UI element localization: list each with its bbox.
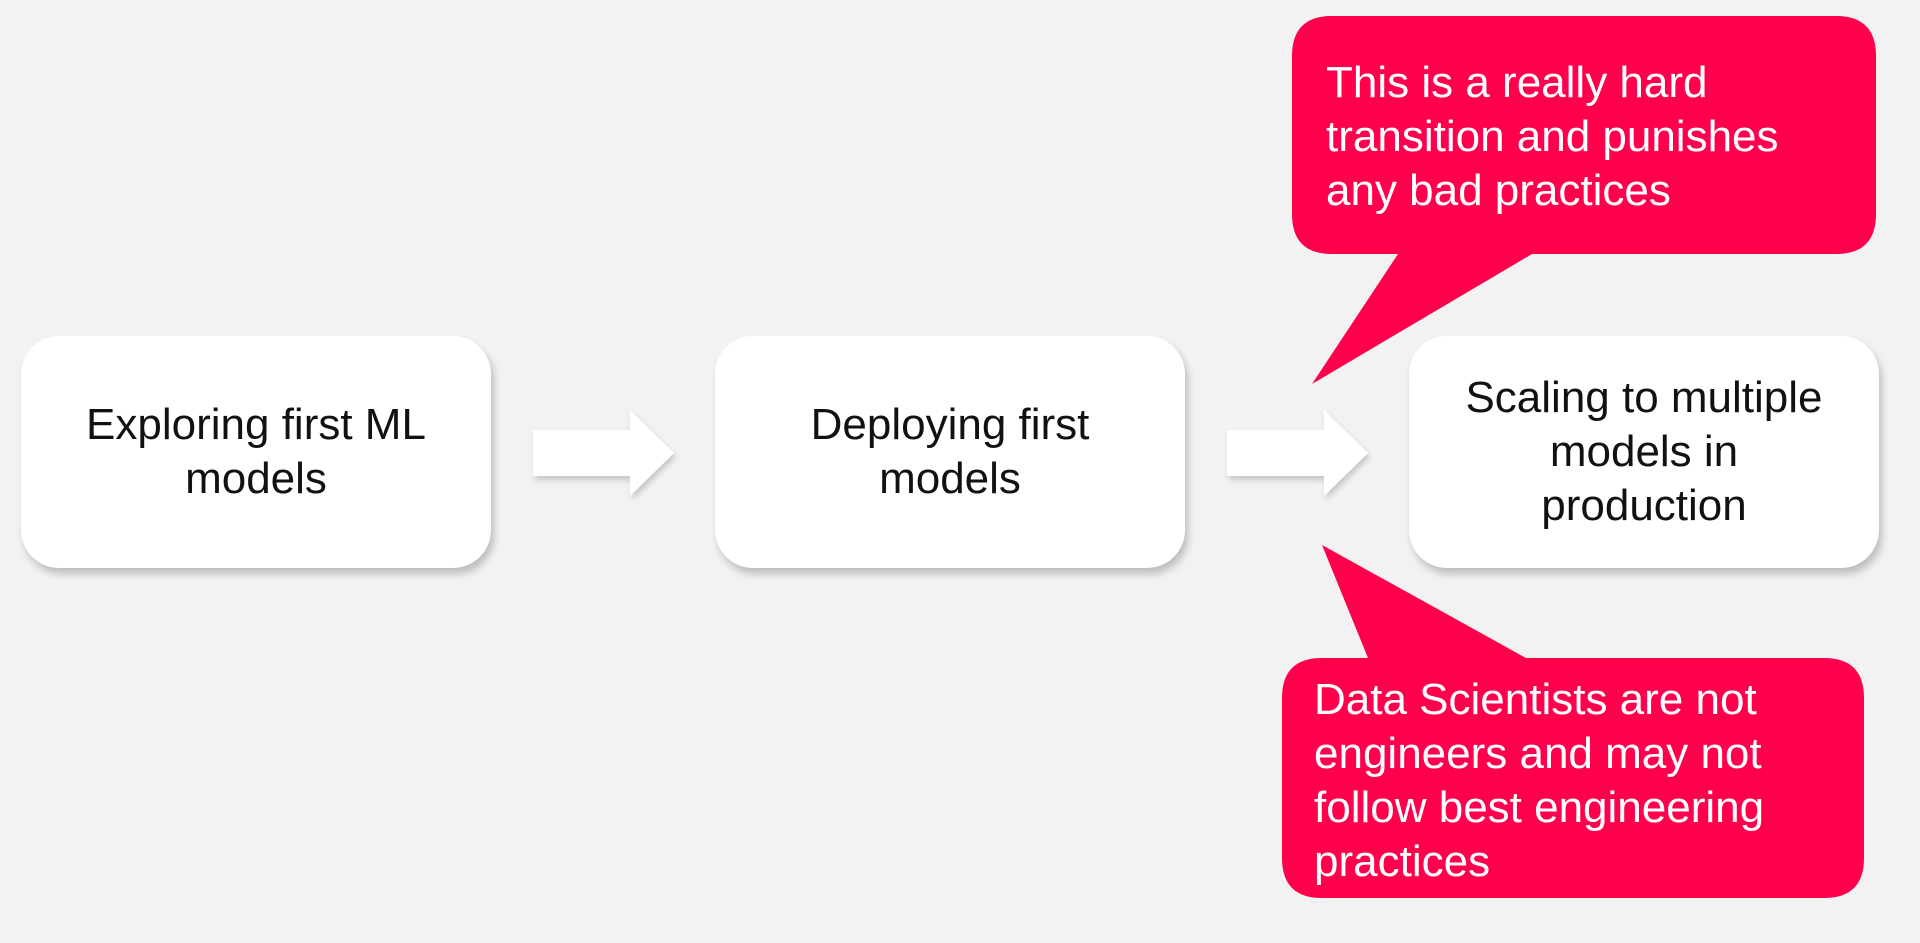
arrow-right-icon (1227, 410, 1368, 496)
step-box-deploying: Deploying first models (715, 336, 1185, 568)
step-box-scaling: Scaling to multiple models in production (1409, 336, 1879, 568)
callout-top-bubble (1292, 16, 1876, 384)
callout-bottom-text: Data Scientists are not engineers and ma… (1314, 675, 1765, 886)
arrow-right-icon (533, 410, 674, 496)
callout-bottom-bubble (1282, 545, 1864, 898)
step-label: Deploying first models (810, 400, 1090, 503)
callout-top-text: This is a really hard transition and pun… (1326, 58, 1779, 215)
step-label: Scaling to multiple models in production (1465, 373, 1823, 530)
step-label: Exploring first ML models (86, 400, 426, 503)
step-box-exploring: Exploring first ML models (21, 336, 491, 568)
